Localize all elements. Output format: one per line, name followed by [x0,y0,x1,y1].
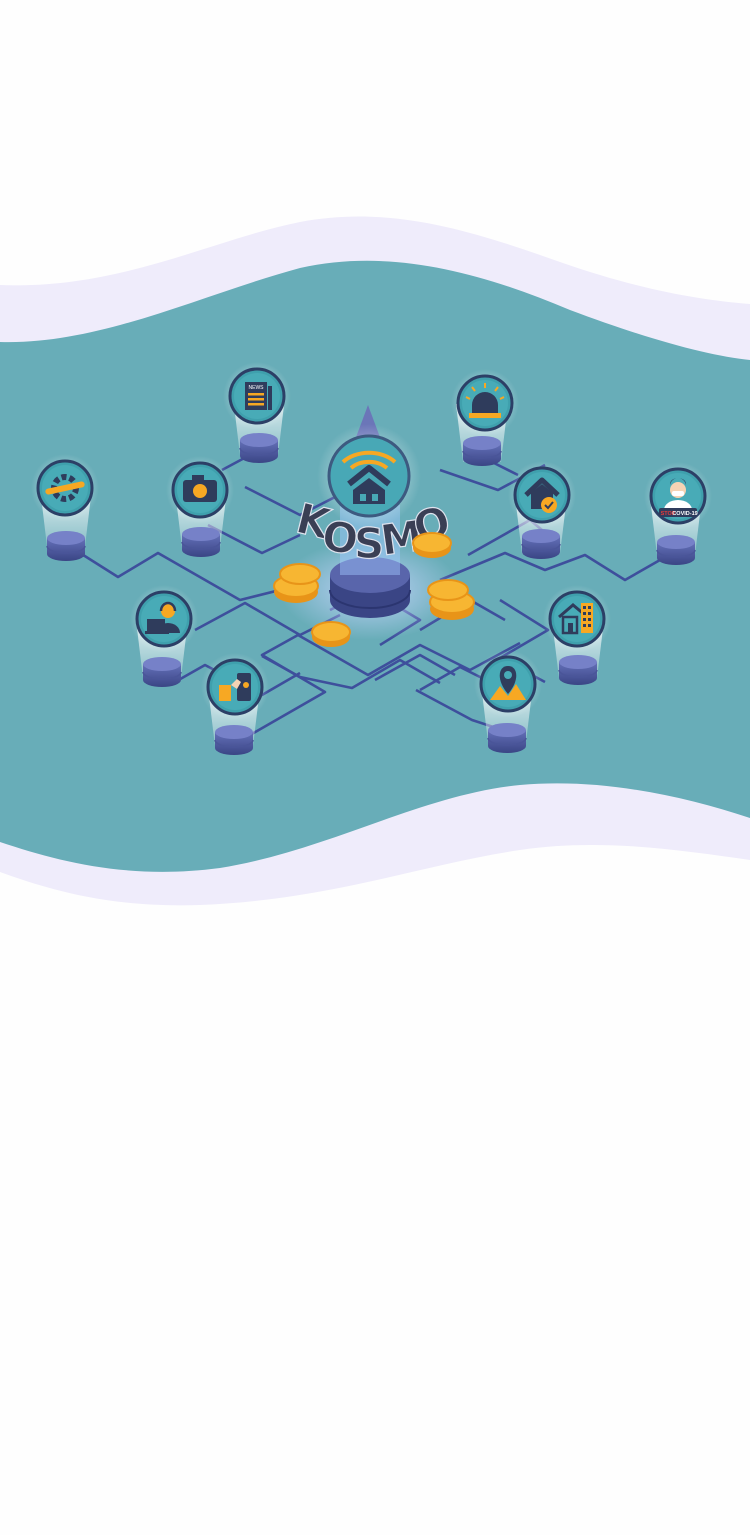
smart-building-icon [541,583,613,655]
news-node: NEWS [221,360,293,464]
location-map-icon [472,648,544,720]
news-label: NEWS [249,385,265,391]
camera-node [164,454,236,558]
settings-tools-icon [29,452,101,524]
settings-tools-node [29,452,101,562]
mobile-payment-icon [199,651,271,723]
smart-building-node [541,583,613,686]
brand-letter-o1: O [319,511,361,564]
smart-home-wifi-icon [317,424,421,528]
alarm-siren-icon [449,367,521,439]
mobile-payment-node [199,651,271,756]
home-check-icon [506,459,578,531]
gold-coins-icon [273,532,475,647]
stop-covid-node: STOP COVID-19 [642,460,714,566]
covid-stop-label: STOP [661,511,676,517]
covid-name-label: COVID-19 [672,511,697,517]
news-icon: NEWS [221,360,293,432]
stop-covid-icon: STOP COVID-19 [642,460,714,532]
customer-support-icon [128,583,200,655]
home-check-node [506,459,578,560]
location-map-node [472,648,544,754]
customer-support-node [128,583,200,688]
camera-icon [164,454,236,526]
central-hub [280,405,460,640]
brand-letter-s: S [354,519,384,568]
alarm-siren-node [449,367,521,467]
